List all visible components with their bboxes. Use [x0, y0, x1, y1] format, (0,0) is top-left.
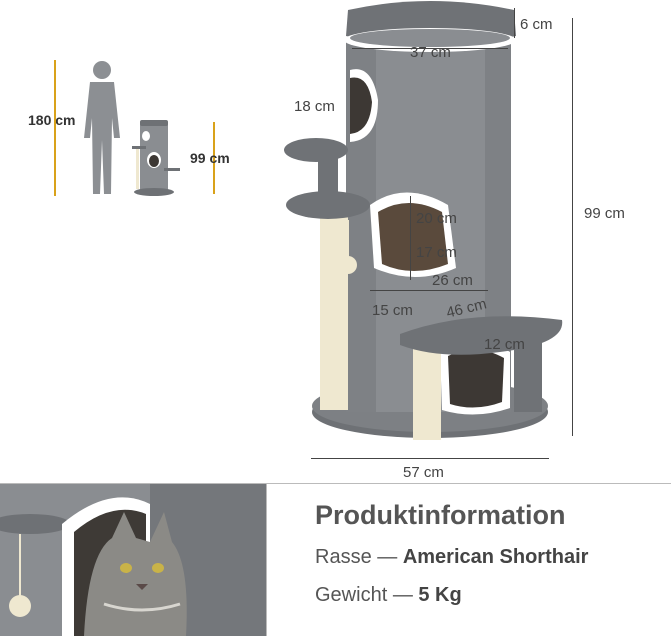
- middle-hole-width-label: 26 cm: [432, 272, 473, 289]
- product-info-panel: Produktinformation Rasse — American Shor…: [266, 484, 671, 636]
- weight-separator: —: [392, 584, 413, 606]
- middle-hole-dim-line: [410, 196, 411, 280]
- middle-hole-inner-label: 17 cm: [416, 244, 457, 261]
- top-diameter-label: 37 cm: [410, 44, 451, 61]
- platform-short-label: 12 cm: [484, 336, 525, 353]
- top-diameter-dim-line: [352, 48, 508, 49]
- cat-photo-image: [0, 484, 266, 636]
- base-diameter-dim-line: [311, 458, 549, 459]
- breed-separator: —: [377, 546, 398, 568]
- product-info-band: Produktinformation Rasse — American Shor…: [0, 483, 671, 636]
- person-silhouette-icon: [84, 61, 120, 194]
- breed-value: American Shorthair: [402, 546, 589, 568]
- middle-hole-height-label: 20 cm: [416, 210, 457, 227]
- top-cushion-label: 6 cm: [520, 16, 553, 33]
- tree-height-marker: [213, 122, 215, 194]
- middle-hole-width-dim-line: [370, 290, 488, 291]
- base-diameter-label: 57 cm: [403, 464, 444, 481]
- person-height-label: 180 cm: [28, 112, 76, 128]
- weight-value: 5 Kg: [418, 584, 462, 606]
- breed-row: Rasse — American Shorthair: [315, 546, 588, 569]
- total-height-label: 99 cm: [584, 205, 625, 222]
- upper-hole-label: 18 cm: [294, 98, 335, 115]
- platform-depth-label: 15 cm: [372, 302, 413, 319]
- small-tree-icon: [132, 120, 180, 196]
- breed-label: Rasse: [315, 546, 372, 568]
- weight-row: Gewicht — 5 Kg: [315, 584, 462, 607]
- total-height-dim-line: [572, 18, 573, 436]
- tree-height-label: 99 cm: [190, 150, 230, 166]
- top-cushion-dim-line: [514, 8, 515, 38]
- cat-photo: [0, 484, 266, 636]
- weight-label: Gewicht: [315, 584, 388, 606]
- info-title: Produktinformation: [315, 500, 566, 530]
- cat-tree-illustration: [284, 1, 563, 440]
- person-height-marker: [54, 60, 56, 196]
